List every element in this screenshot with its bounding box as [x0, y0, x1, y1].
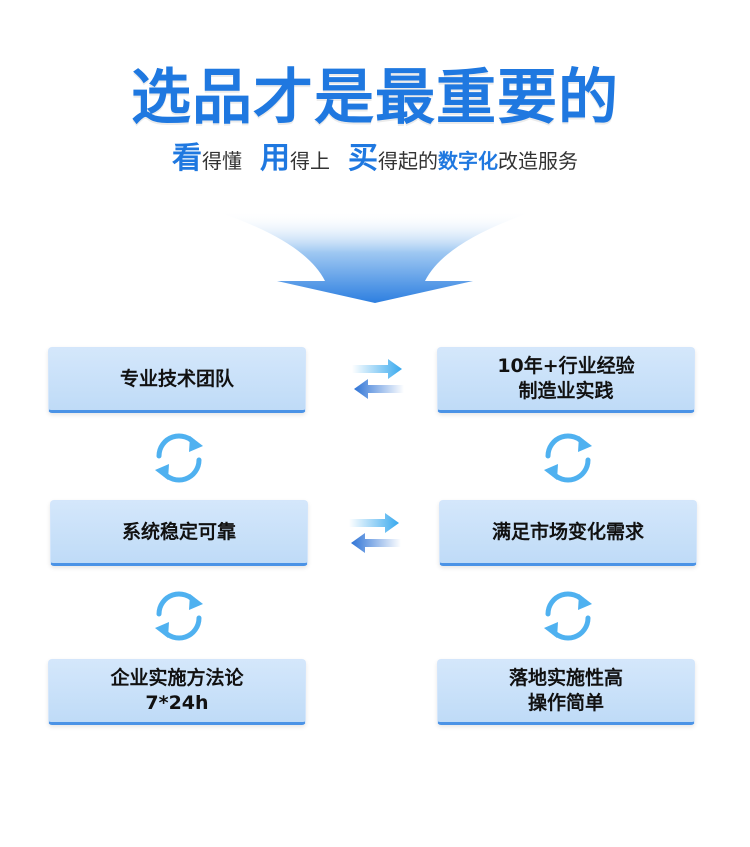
bidirectional-arrows-icon: [352, 359, 404, 399]
card-professional-team: 专业技术团队: [48, 347, 306, 413]
subtitle-mai-rest: 得起的: [378, 149, 438, 173]
card-market-demand: 满足市场变化需求: [439, 500, 697, 566]
card-implementation-method: 企业实施方法论 7*24h: [48, 659, 306, 725]
subtitle-yong: 用: [260, 141, 290, 176]
refresh-cycle-icon: [544, 591, 592, 641]
subtitle-digital: 数字化: [438, 149, 498, 173]
subtitle-mai: 买: [348, 141, 378, 176]
card-system-stable: 系统稳定可靠: [50, 500, 308, 566]
card-easy-deployment-line2: 操作简单: [527, 692, 604, 714]
subtitle-yong-rest: 得上: [290, 149, 330, 173]
card-industry-experience-label: 10年+行业经验 制造业实践: [497, 354, 634, 404]
subtitle: 看得懂用得上买得起的数字化改造服务: [0, 139, 750, 181]
card-market-demand-label: 满足市场变化需求: [491, 520, 644, 543]
card-implementation-method-line1: 企业实施方法论: [110, 667, 244, 689]
card-industry-experience-line2: 制造业实践: [518, 380, 614, 402]
refresh-cycle-icon: [155, 433, 203, 483]
page-title: 选品才是最重要的: [131, 63, 619, 133]
refresh-cycle-icon: [155, 591, 203, 641]
card-easy-deployment-label: 落地实施性高 操作简单: [509, 666, 623, 716]
card-system-stable-label: 系统稳定可靠: [121, 520, 236, 543]
subtitle-tail: 改造服务: [498, 149, 578, 173]
downward-funnel-arrow-icon: [215, 211, 535, 303]
bidirectional-arrows-icon: [349, 513, 401, 553]
refresh-cycle-icon: [544, 433, 592, 483]
card-industry-experience: 10年+行业经验 制造业实践: [437, 347, 695, 413]
card-implementation-method-label: 企业实施方法论 7*24h: [110, 666, 243, 716]
subtitle-kan-rest: 得懂: [202, 149, 242, 173]
card-implementation-method-line2: 7*24h: [145, 692, 209, 714]
card-professional-team-label: 专业技术团队: [119, 367, 234, 390]
card-industry-experience-line1: 10年+行业经验: [497, 355, 635, 377]
card-easy-deployment: 落地实施性高 操作简单: [437, 659, 695, 725]
subtitle-kan: 看: [172, 141, 202, 176]
card-easy-deployment-line1: 落地实施性高: [508, 667, 623, 689]
